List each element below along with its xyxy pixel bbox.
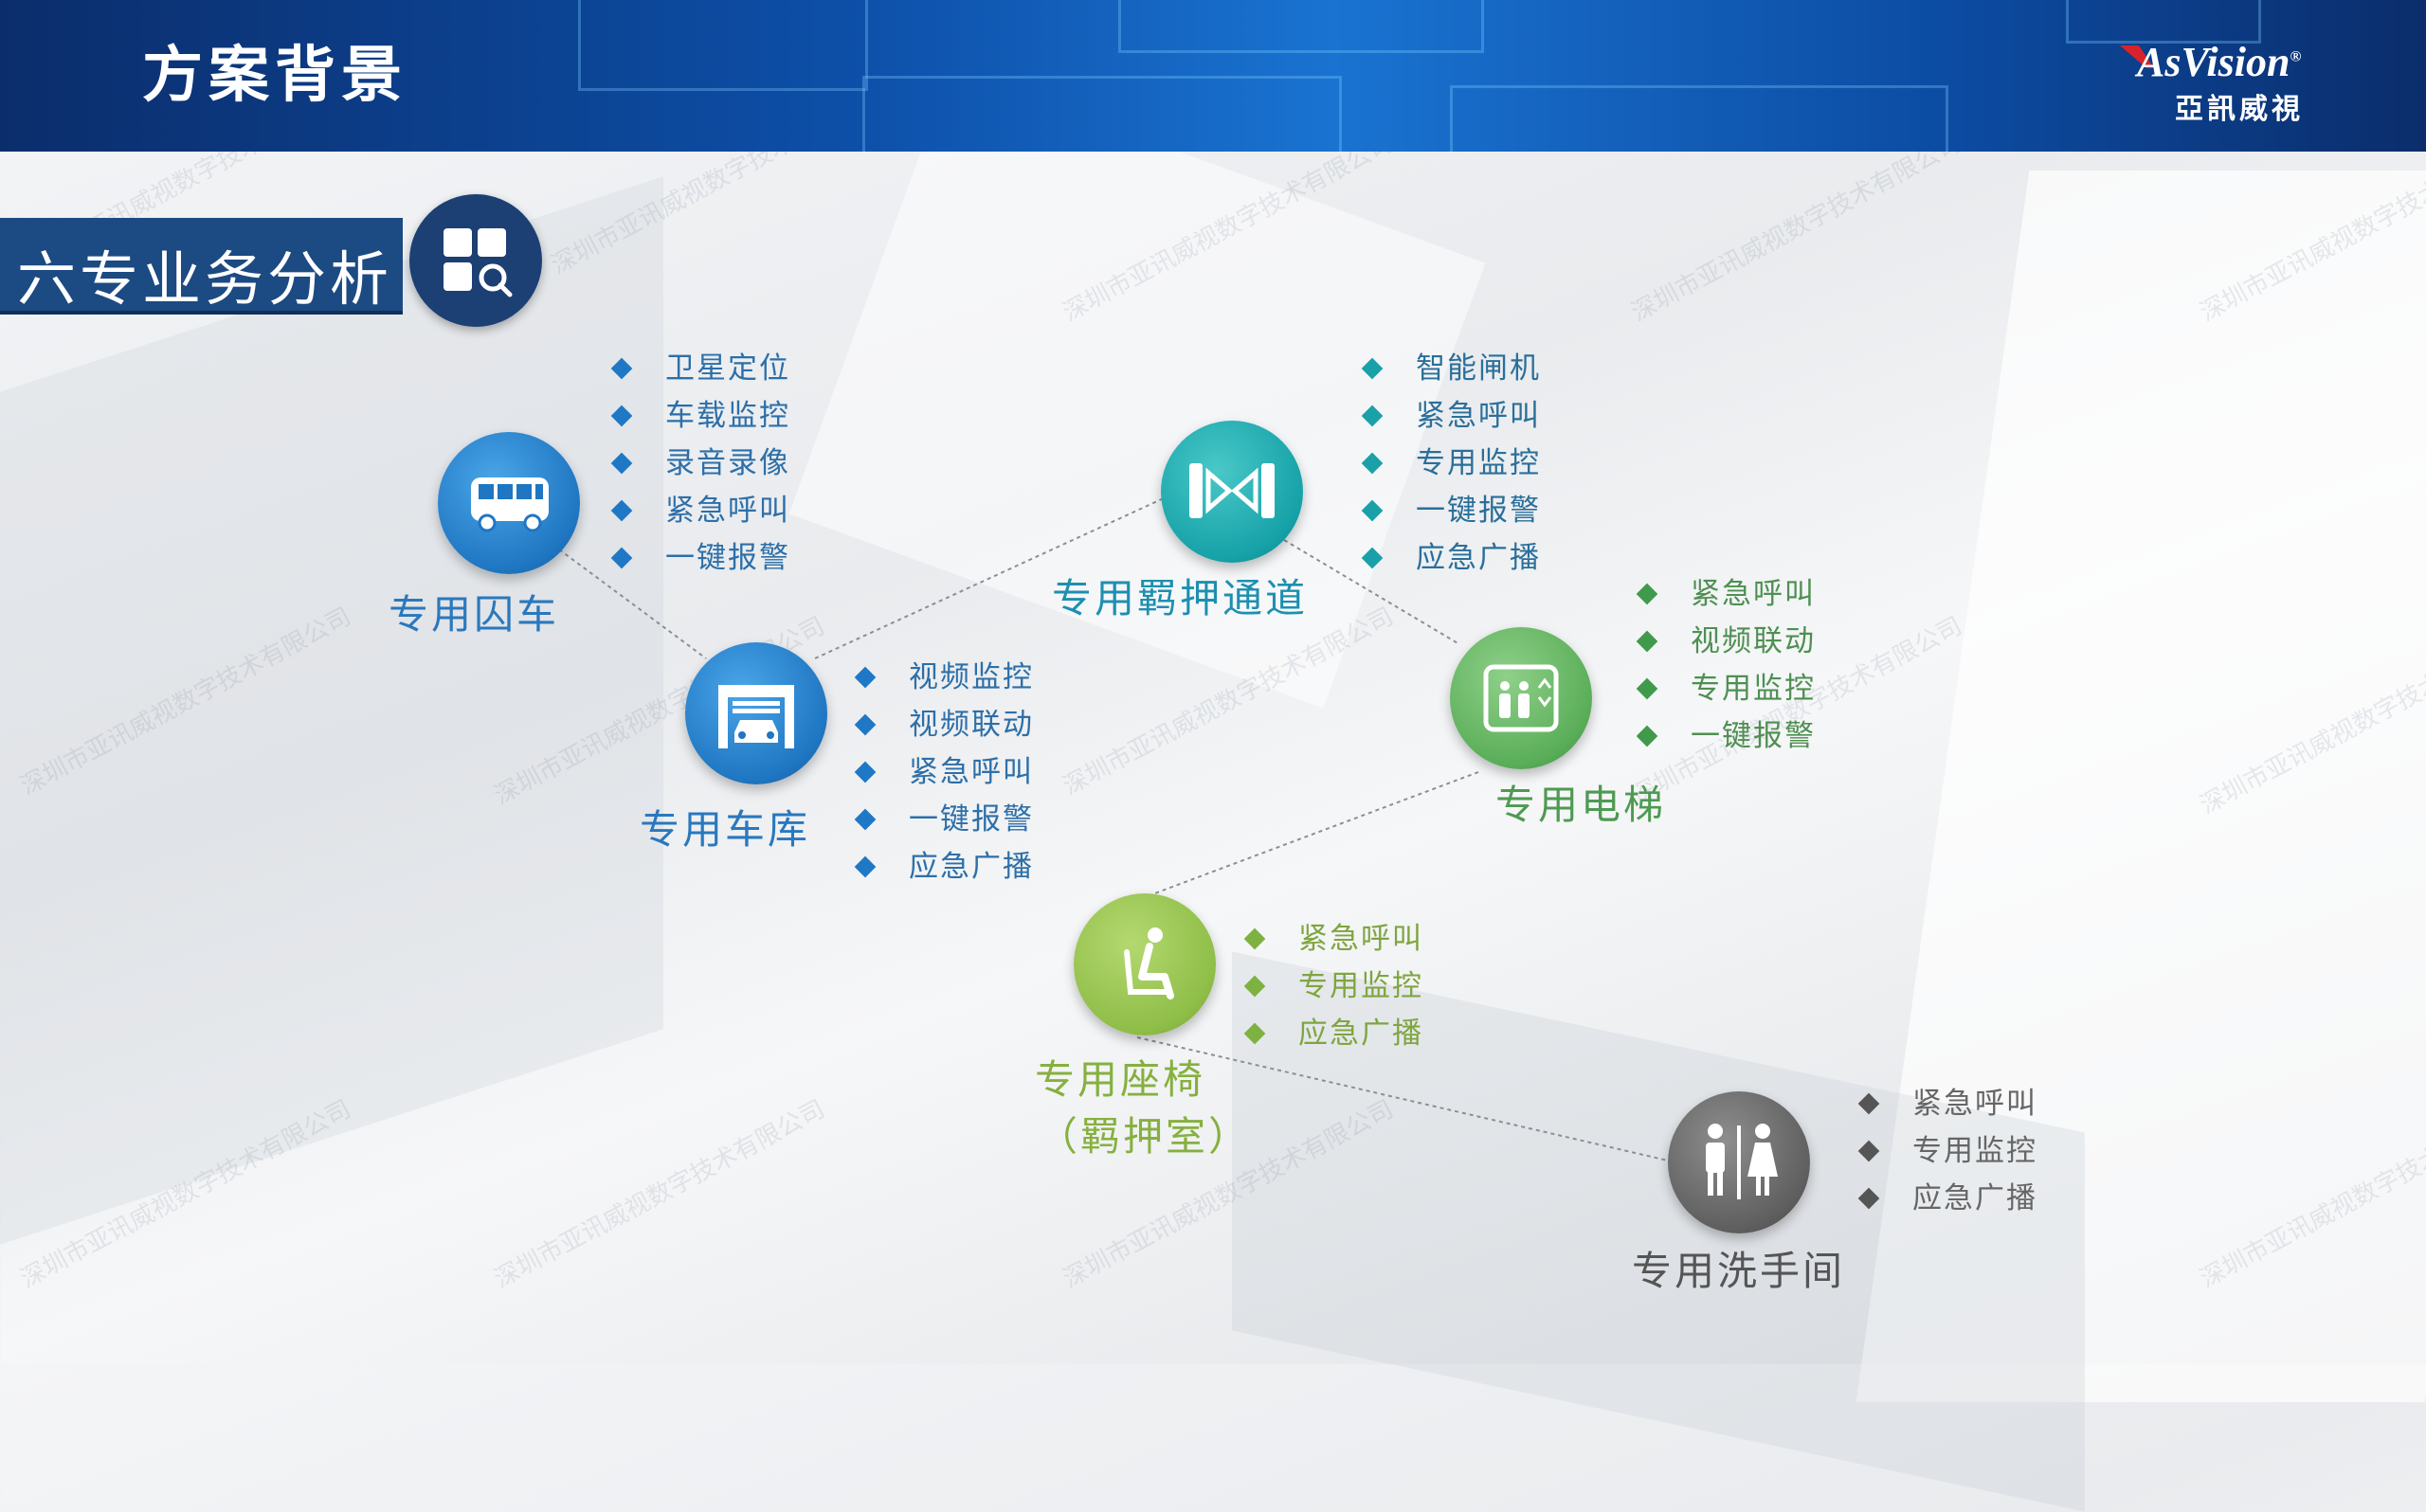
logo-subtitle: 亞訊威視 xyxy=(2175,93,2304,126)
diamond-bullet-icon xyxy=(1361,405,1384,427)
header-deco xyxy=(1450,85,1948,152)
diamond-bullet-icon xyxy=(1361,547,1384,569)
header-deco xyxy=(1118,0,1484,53)
logo-registered: ® xyxy=(2290,48,2302,65)
diamond-bullet-icon xyxy=(1361,499,1384,522)
diamond-bullet-icon xyxy=(610,547,633,569)
list-item: 车载监控 xyxy=(606,392,790,440)
diamond-bullet-icon xyxy=(854,808,877,831)
section-banner: 六专业务分析 xyxy=(0,218,403,315)
list-item: 专用监控 xyxy=(1854,1127,2037,1175)
header-deco xyxy=(2066,0,2261,44)
logo-brand: AsVision xyxy=(2137,39,2290,85)
list-item: 应急广播 xyxy=(1357,534,1541,582)
list-item: 紧急呼叫 xyxy=(606,487,790,534)
restroom-feature-list: 紧急呼叫 专用监控 应急广播 xyxy=(1854,1080,2037,1222)
restroom-label: 专用洗手间 xyxy=(1632,1248,1846,1294)
seat-feature-list: 紧急呼叫 专用监控 应急广播 xyxy=(1240,915,1423,1057)
list-item: 一键报警 xyxy=(1632,712,1816,760)
diamond-bullet-icon xyxy=(1243,975,1266,998)
van-feature-list: 卫星定位 车载监控 录音录像 紧急呼叫 一键报警 xyxy=(606,345,790,582)
seat-label: 专用座椅 xyxy=(1035,1056,1206,1103)
restroom-node xyxy=(1668,1091,1810,1233)
list-item: 视频联动 xyxy=(850,701,1034,748)
restroom-icon xyxy=(1706,1124,1778,1199)
brand-logo: AsVision® 亞訊威視 xyxy=(2118,38,2383,126)
list-item: 紧急呼叫 xyxy=(1632,570,1816,618)
header-deco xyxy=(578,0,868,91)
section-title: 六专业务分析 xyxy=(17,244,393,314)
seat-icon xyxy=(1124,927,1174,999)
list-item: 智能闸机 xyxy=(1357,345,1541,392)
list-item: 紧急呼叫 xyxy=(1240,915,1423,963)
elevator-node xyxy=(1450,627,1592,769)
van-node xyxy=(438,432,580,574)
diamond-bullet-icon xyxy=(610,499,633,522)
elevator-icon xyxy=(1483,664,1559,732)
list-item: 卫星定位 xyxy=(606,345,790,392)
diamond-bullet-icon xyxy=(1361,357,1384,380)
watermark: 深圳市亚讯威视数字技术有限公司 xyxy=(1626,128,1967,328)
list-item: 视频联动 xyxy=(1632,618,1816,665)
diamond-bullet-icon xyxy=(1636,630,1658,653)
diamond-bullet-icon xyxy=(610,452,633,475)
list-item: 应急广播 xyxy=(850,843,1034,891)
seat-sublabel: （羁押室） xyxy=(1038,1113,1252,1160)
diamond-bullet-icon xyxy=(610,405,633,427)
list-item: 专用监控 xyxy=(1357,440,1541,487)
apps-search-icon xyxy=(409,194,542,327)
list-item: 一键报警 xyxy=(606,534,790,582)
garage-car-icon xyxy=(718,685,794,748)
van-label: 专用囚车 xyxy=(389,591,560,638)
list-item: 应急广播 xyxy=(1854,1175,2037,1222)
header-deco xyxy=(862,76,1342,152)
list-item: 专用监控 xyxy=(1632,665,1816,712)
channel-node xyxy=(1161,421,1303,563)
garage-label: 专用车库 xyxy=(640,806,811,853)
list-item: 一键报警 xyxy=(1357,487,1541,534)
bg-facet xyxy=(0,176,663,1245)
diamond-bullet-icon xyxy=(610,357,633,380)
list-item: 专用监控 xyxy=(1240,963,1423,1010)
channel-label: 专用羁押通道 xyxy=(1052,575,1309,621)
diamond-bullet-icon xyxy=(854,713,877,736)
diamond-bullet-icon xyxy=(1857,1140,1880,1162)
diamond-bullet-icon xyxy=(1636,677,1658,700)
seat-node xyxy=(1074,893,1216,1035)
elevator-feature-list: 紧急呼叫 视频联动 专用监控 一键报警 xyxy=(1632,570,1816,760)
list-item: 紧急呼叫 xyxy=(1854,1080,2037,1127)
bus-icon xyxy=(471,477,549,532)
diamond-bullet-icon xyxy=(1857,1187,1880,1210)
diamond-bullet-icon xyxy=(854,855,877,878)
gate-icon xyxy=(1189,463,1275,518)
garage-node xyxy=(685,642,827,784)
list-item: 录音录像 xyxy=(606,440,790,487)
list-item: 紧急呼叫 xyxy=(1357,392,1541,440)
list-item: 视频监控 xyxy=(850,654,1034,701)
logo-swoosh-icon xyxy=(2120,45,2154,68)
diamond-bullet-icon xyxy=(1243,1022,1266,1045)
diamond-bullet-icon xyxy=(1361,452,1384,475)
diamond-bullet-icon xyxy=(1636,583,1658,605)
diamond-bullet-icon xyxy=(1636,725,1658,747)
page-title: 方案背景 xyxy=(142,41,407,111)
list-item: 紧急呼叫 xyxy=(850,748,1034,796)
diamond-bullet-icon xyxy=(1243,927,1266,950)
list-item: 一键报警 xyxy=(850,796,1034,843)
diamond-bullet-icon xyxy=(854,761,877,783)
diamond-bullet-icon xyxy=(1857,1092,1880,1115)
garage-feature-list: 视频监控 视频联动 紧急呼叫 一键报警 应急广播 xyxy=(850,654,1034,891)
list-item: 应急广播 xyxy=(1240,1010,1423,1057)
watermark: 深圳市亚讯威视数字技术有限公司 xyxy=(489,1094,830,1294)
header-bar: 方案背景 AsVision® 亞訊威視 xyxy=(0,0,2426,152)
diamond-bullet-icon xyxy=(854,666,877,689)
channel-feature-list: 智能闸机 紧急呼叫 专用监控 一键报警 应急广播 xyxy=(1357,345,1541,582)
elevator-label: 专用电梯 xyxy=(1495,782,1667,828)
